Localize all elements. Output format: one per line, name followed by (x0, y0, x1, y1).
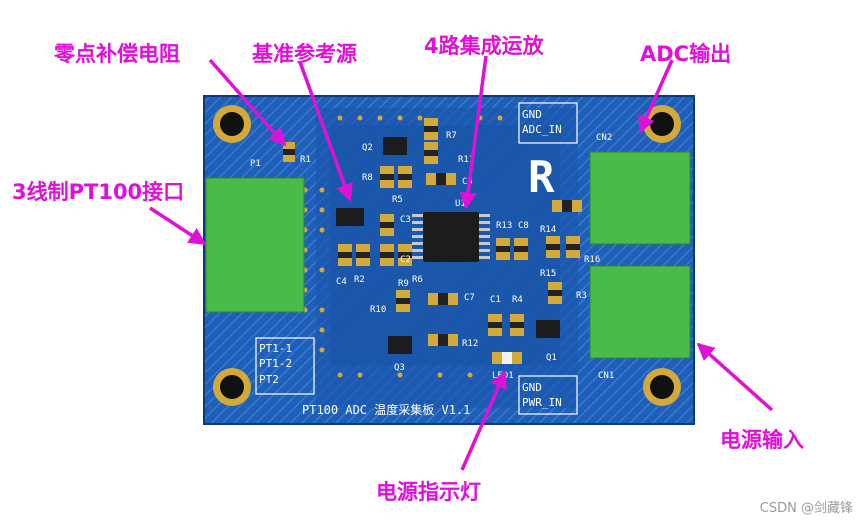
pt1-1-label: PT1-1 (259, 342, 292, 355)
designator-c7: C7 (464, 293, 475, 303)
designator-r9: R9 (398, 279, 409, 289)
callout-power-input: 电源输入 (720, 428, 804, 452)
callout-zero-comp-resistor: 零点补偿电阻 (54, 42, 180, 66)
gnd-bottom-label: GND (522, 381, 542, 394)
designator-cn1: CN1 (598, 371, 614, 381)
designator-r4: R4 (512, 295, 523, 305)
designator-r7: R7 (446, 131, 457, 141)
pt100-terminal (205, 177, 305, 313)
power-led (492, 352, 522, 364)
callout-power-led: 电源指示灯 (376, 480, 481, 504)
designator-q1: Q1 (546, 353, 557, 363)
designator-cn2: CN2 (596, 133, 612, 143)
designator-c4: C4 (336, 277, 347, 287)
board-title: PT100 ADC 温度采集板 V1.1 (302, 402, 470, 417)
designator-q3: Q3 (394, 363, 405, 373)
designator-r2: R2 (354, 275, 365, 285)
gnd-top-label: GND (522, 108, 542, 121)
callout-adc-output: ADC输出 (640, 42, 732, 66)
designator-r12: R12 (462, 339, 478, 349)
designator-c1: C1 (490, 295, 501, 305)
pt1-2-label: PT1-2 (259, 357, 292, 370)
adc-in-label: ADC_IN (522, 123, 562, 136)
pt2-label: PT2 (259, 373, 279, 386)
designator-u1: U1 (455, 199, 466, 209)
designator-q2: Q2 (362, 143, 373, 153)
designator-r6: R6 (412, 275, 423, 285)
passives (283, 118, 582, 346)
designator-r13: R13 (496, 221, 512, 231)
designator-r5: R5 (392, 195, 403, 205)
designator-p1: P1 (250, 159, 261, 169)
adc-terminal (589, 151, 691, 245)
callout-pt100-interface: 3线制PT100接口 (12, 180, 185, 204)
designator-r3: R3 (576, 291, 587, 301)
designator-r8: R8 (362, 173, 373, 183)
designator-c2: C2 (400, 255, 411, 265)
designator-r10: R10 (370, 305, 386, 315)
opamp-ic (412, 212, 490, 262)
designator-r14: R14 (540, 225, 556, 235)
designator-c3: C3 (400, 215, 411, 225)
designator-r16: R16 (584, 255, 600, 265)
designator-r15: R15 (540, 269, 556, 279)
mounting-holes (213, 105, 681, 406)
transistors (336, 137, 560, 354)
watermark: CSDN @剑藏锋 (759, 501, 853, 516)
designator-c8: C8 (518, 221, 529, 231)
designator-c5: C5 (462, 177, 473, 187)
designator-r1: R1 (300, 155, 311, 165)
power-terminal (589, 265, 691, 359)
callout-arrows (149, 55, 774, 471)
designator-r11: R11 (458, 155, 474, 165)
callout-reference-source: 基准参考源 (252, 42, 357, 66)
board-logo: R (528, 152, 555, 203)
callout-opamp: 4路集成运放 (424, 34, 544, 58)
pwr-in-label: PWR_IN (522, 396, 562, 409)
